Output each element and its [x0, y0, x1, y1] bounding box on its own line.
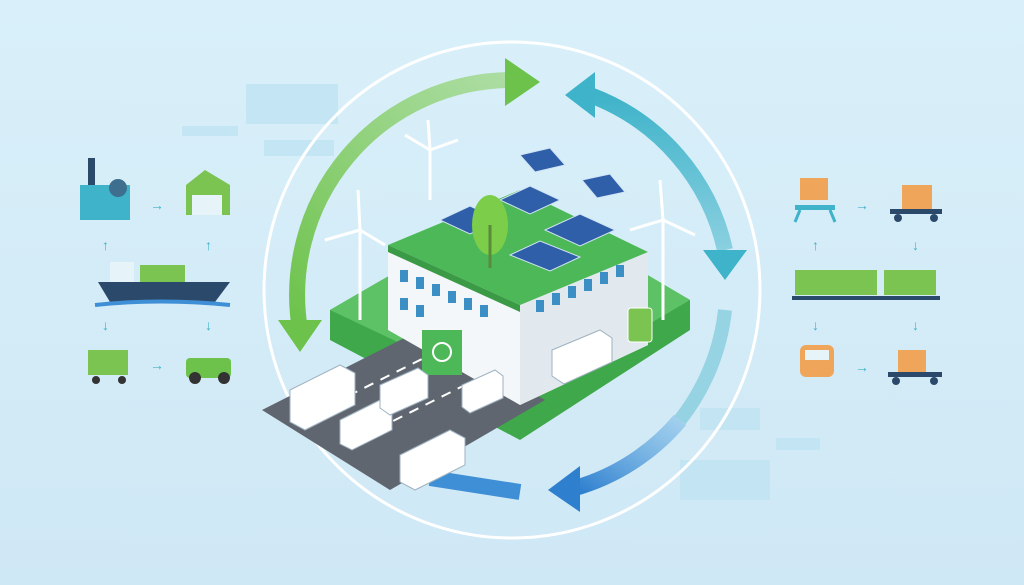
warehouse-icon — [186, 170, 230, 215]
svg-text:↓: ↓ — [812, 317, 819, 333]
flow-arrows: → → ↑ ↓ ↓ ↓ — [812, 197, 919, 375]
cycle-arrow-green — [278, 58, 540, 352]
cycle-arrow-blue — [428, 414, 687, 512]
svg-text:↑: ↑ — [102, 237, 109, 253]
freight-train-icon — [792, 270, 940, 300]
svg-text:↓: ↓ — [912, 317, 919, 333]
svg-text:→: → — [150, 357, 164, 373]
svg-text:↑: ↑ — [205, 237, 212, 253]
cargo-ship-icon — [94, 262, 231, 307]
solar-panels — [438, 147, 626, 272]
train-icon — [800, 345, 834, 377]
right-supply-chain: → → ↑ ↓ ↓ ↓ — [792, 178, 942, 385]
cart-box-icon-2 — [888, 350, 942, 385]
cart-box-icon — [890, 185, 942, 222]
svg-text:↓: ↓ — [102, 317, 109, 333]
tractor-icon — [186, 358, 231, 384]
left-supply-chain: → → ↑ ↑ ↓ ↓ — [80, 158, 231, 384]
svg-text:→: → — [150, 197, 164, 213]
svg-text:↓: ↓ — [205, 317, 212, 333]
svg-text:↑: ↑ — [812, 237, 819, 253]
decorative-panels — [182, 84, 820, 500]
flow-arrows: → → ↑ ↑ ↓ ↓ — [102, 197, 212, 373]
wind-turbines — [324, 119, 696, 320]
crane-box-icon — [793, 178, 837, 223]
factory-icon — [80, 158, 130, 220]
recycling-bin — [422, 330, 462, 375]
cycle-arrow-teal — [565, 72, 747, 280]
container-truck-icon — [88, 350, 128, 384]
cycle-ring — [262, 40, 762, 540]
svg-text:→: → — [855, 197, 869, 213]
svg-text:→: → — [855, 359, 869, 375]
electric-trucks — [289, 329, 613, 491]
central-facility — [262, 119, 696, 491]
svg-text:↓: ↓ — [912, 237, 919, 253]
cycle-arrow-teal-lower — [674, 309, 732, 425]
battery — [627, 307, 653, 343]
